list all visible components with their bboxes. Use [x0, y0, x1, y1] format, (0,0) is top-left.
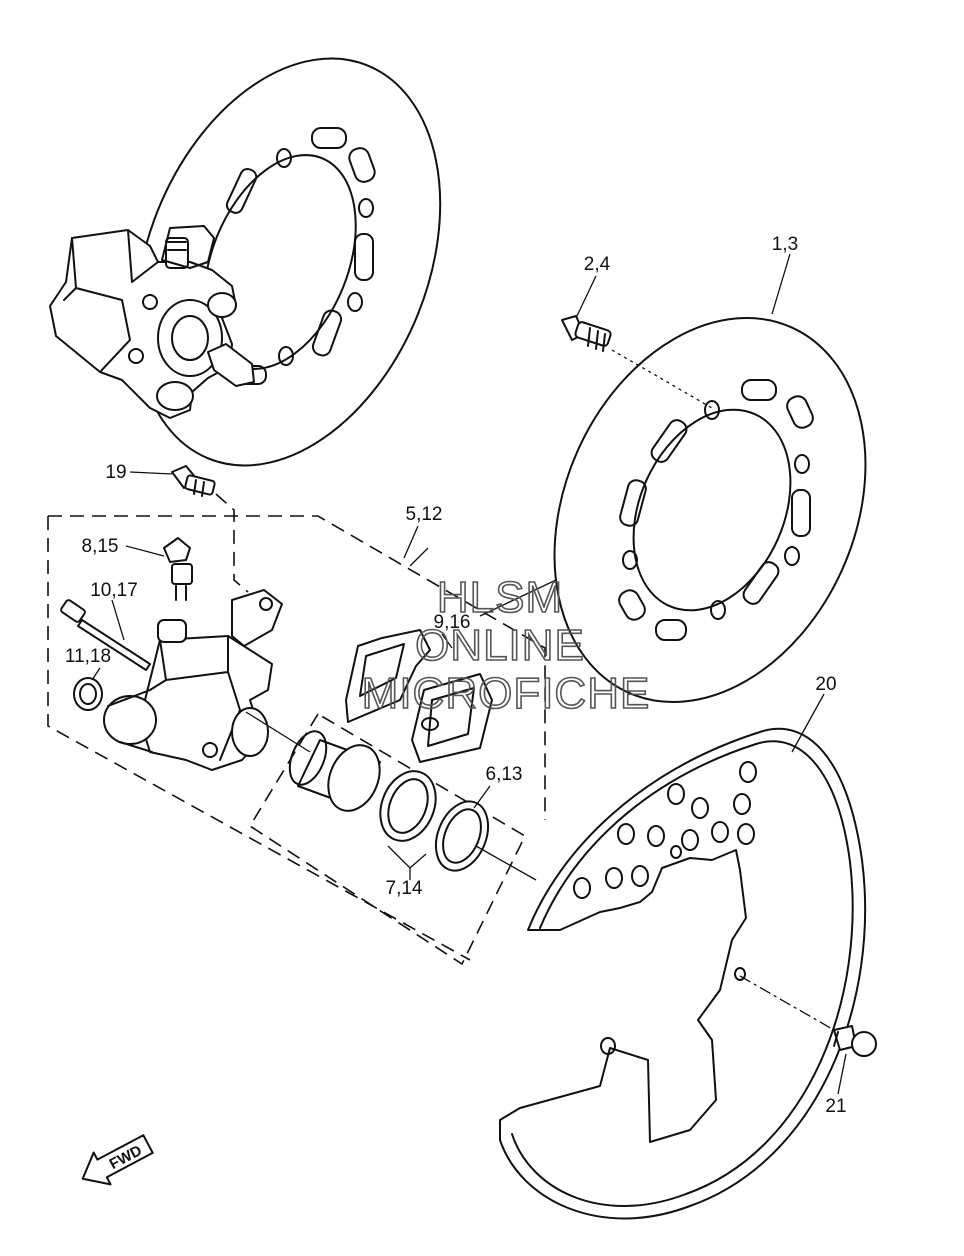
- bleed-screw-8-15: [125, 537, 193, 601]
- label-6-13: 6,13: [486, 764, 523, 785]
- label-2-4: 2,4: [584, 254, 611, 275]
- seal-7-14-leader: [387, 845, 427, 880]
- brake-disc-1-3: [553, 317, 867, 703]
- label-10-17: 10,17: [90, 580, 138, 601]
- caliper-bolt-19: [129, 465, 249, 593]
- label-20: 20: [815, 674, 836, 695]
- piston-axis: [245, 711, 537, 881]
- label-11-18: 11,18: [65, 646, 111, 667]
- caliper-body: [103, 619, 273, 771]
- watermark-line-2: ONLINE: [415, 621, 585, 670]
- label-8-15: 8,15: [82, 536, 119, 557]
- caliper-bracket: [231, 589, 283, 647]
- boot-11-18: [73, 667, 103, 711]
- label-21: 21: [825, 1096, 846, 1117]
- pin-10-17: [60, 599, 151, 671]
- fwd-arrow-icon: FWD: [81, 1134, 154, 1186]
- seal-7-14: [379, 770, 437, 842]
- assembled-caliper: [49, 225, 255, 419]
- label-19: 19: [105, 462, 126, 483]
- brake-pads: [345, 629, 493, 763]
- label-9-16: 9,16: [434, 612, 471, 633]
- part-labels: 1,3 2,4 5,12 6,13 7,14 8,15 9,16 10,17 1…: [65, 234, 847, 1117]
- pad-leader: [409, 547, 557, 617]
- watermark-line-3: MICROFICHE: [362, 669, 651, 718]
- leader-1-3: [771, 253, 791, 315]
- disc-guard-20: [499, 693, 867, 1220]
- caliper-assembly-outline: [47, 515, 546, 966]
- seal-6-13: [434, 785, 491, 872]
- label-7-14: 7,14: [386, 878, 423, 899]
- piston: [288, 730, 381, 812]
- watermark: HLSM ONLINE MICROFICHE: [361, 572, 651, 719]
- disc-bolt-2-4: [561, 275, 713, 409]
- watermark-line-1: HLSM: [437, 573, 563, 622]
- guard-bolt-21: [739, 975, 877, 1095]
- label-1-3: 1,3: [772, 234, 798, 255]
- leader-5-12: [403, 525, 419, 559]
- label-5-12: 5,12: [406, 504, 443, 525]
